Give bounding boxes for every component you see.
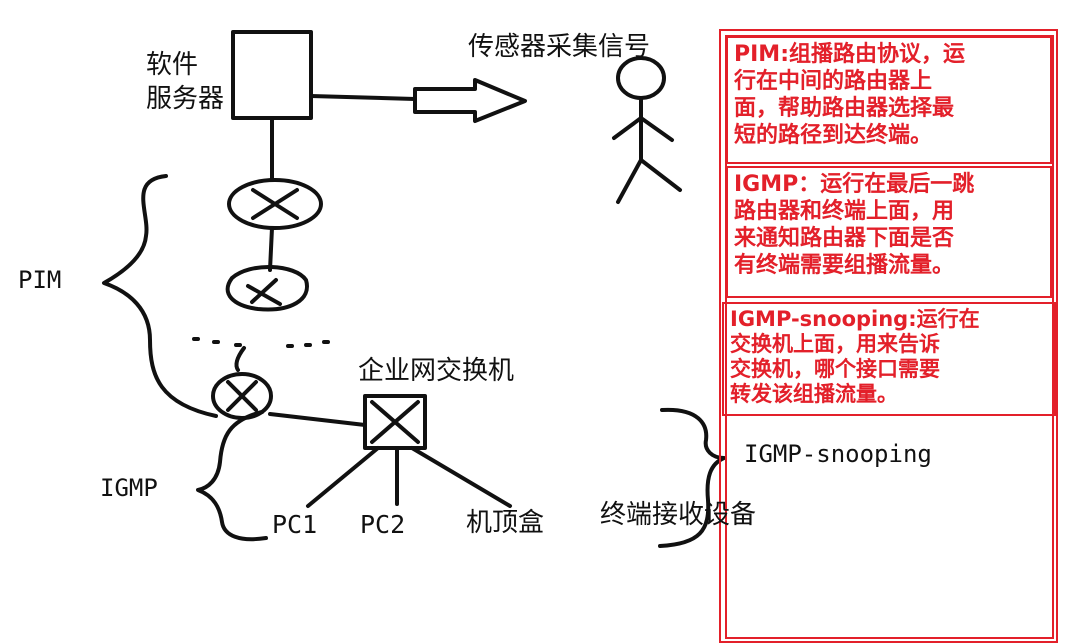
igmp-snooping-label: IGMP-snooping (744, 440, 932, 468)
pim-note-line: 面，帮助路由器选择最 (734, 96, 955, 121)
link-router-router (268, 226, 274, 272)
pim-note-line: PIM:组播路由协议，运 (734, 42, 966, 67)
igmp-label: IGMP (100, 474, 158, 502)
igmp-snooping-note-line: 转发该组播流量。 (730, 382, 898, 406)
igmp-snooping-note: IGMP-snooping:运行在 交换机上面，用来告诉 交换机，哪个接口需要 … (722, 302, 1056, 416)
pim-note: PIM:组播路由协议，运 行在中间的路由器上 面，帮助路由器选择最 短的路径到达… (726, 36, 1052, 164)
sensor-signal-label: 传感器采集信号 (468, 32, 651, 62)
pc2-label: PC2 (360, 510, 406, 539)
router-mid (225, 265, 309, 312)
igmp-note-line: 有终端需要组播流量。 (734, 253, 955, 278)
snooping-brace (658, 407, 726, 548)
igmp-snooping-note-line: IGMP-snooping:运行在 (730, 307, 980, 331)
igmp-brace (196, 410, 268, 542)
arrow-shaft (309, 94, 417, 101)
set-top-box-label: 机顶盒 (466, 508, 545, 538)
pim-note-line: 短的路径到达终端。 (734, 123, 933, 148)
arrow-head (413, 78, 527, 123)
router-bottom-cross (226, 380, 258, 412)
switch-cross (370, 400, 420, 444)
link-pc1 (306, 446, 380, 508)
dots (192, 337, 330, 348)
router-mid-cross (246, 278, 282, 306)
pc1-label: PC1 (272, 510, 318, 539)
link-stb (410, 446, 512, 508)
terminal-devices-label: 终端接收设备 (600, 500, 757, 530)
sensor-legs (616, 158, 682, 204)
igmp-snooping-note-line: 交换机上面，用来告诉 (730, 332, 940, 356)
igmp-note-line: IGMP：运行在最后一跳 (734, 172, 975, 197)
sensor-arms (612, 116, 674, 142)
software-server-line-1: 软件 (146, 50, 199, 80)
router-top (227, 178, 323, 230)
software-server-label: 软件 服务器 (146, 48, 224, 116)
link-router-switch (268, 412, 367, 427)
pim-brace (102, 174, 218, 418)
igmp-note: IGMP：运行在最后一跳 路由器和终端上面，用 来通知路由器下面是否 有终端需要… (726, 166, 1052, 298)
server-box (231, 30, 313, 120)
igmp-snooping-note-line: 交换机，哪个接口需要 (730, 357, 940, 381)
enterprise-switch-label: 企业网交换机 (358, 356, 515, 386)
software-server-line-2: 服务器 (146, 84, 225, 114)
router-top-cross (251, 188, 299, 220)
annotation-frame (719, 29, 1058, 643)
igmp-note-line: 来通知路由器下面是否 (734, 226, 955, 251)
igmp-note-line: 路由器和终端上面，用 (734, 199, 955, 224)
pim-label: PIM (18, 266, 62, 294)
pim-note-line: 行在中间的路由器上 (734, 69, 933, 94)
dots-tail (234, 346, 246, 372)
sensor-head (616, 56, 666, 100)
